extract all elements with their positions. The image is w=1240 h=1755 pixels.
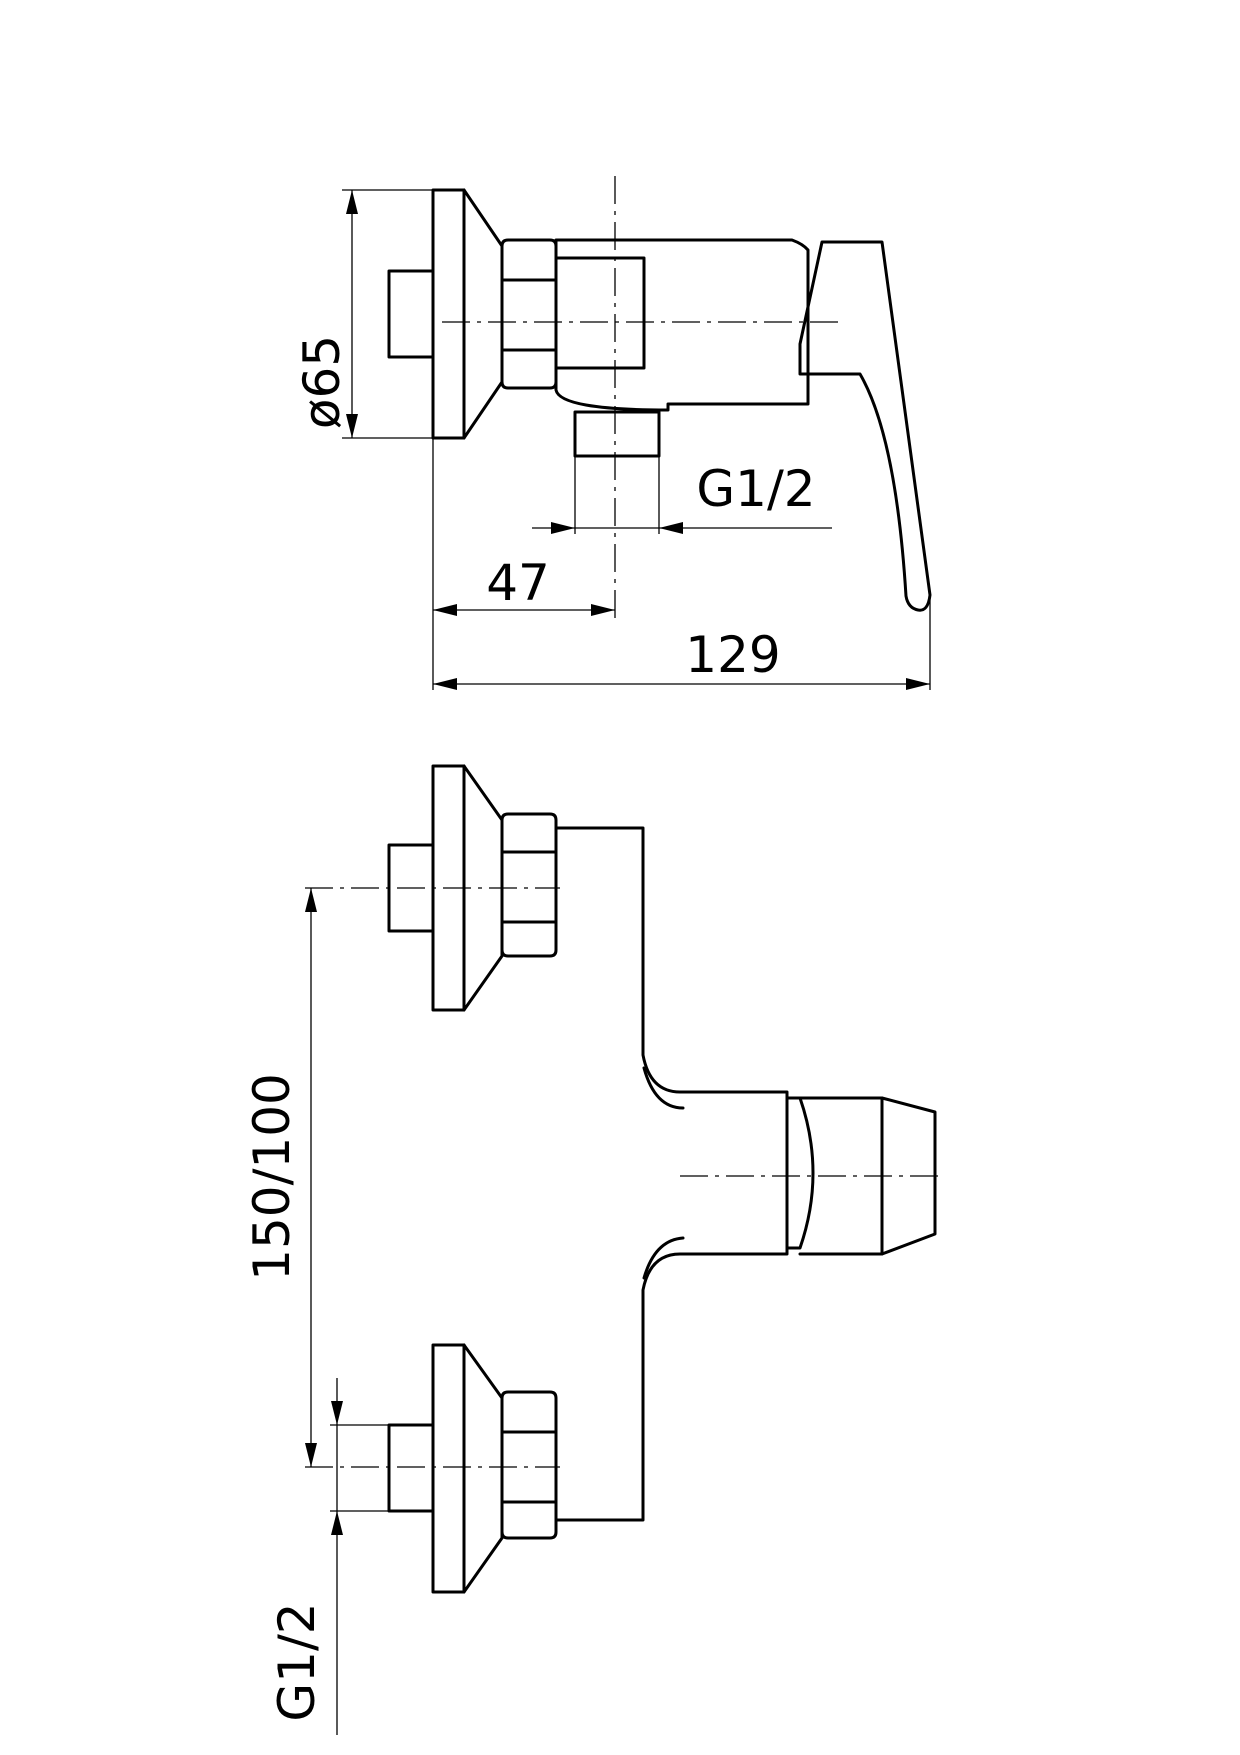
dim-diameter: ø65 <box>293 189 433 439</box>
dim-inlet-spacing: 150/100 <box>243 888 317 1467</box>
dim-axis-offset: 47 <box>432 438 615 690</box>
side-escutcheon-cone <box>462 188 504 440</box>
side-mixer-body <box>554 238 810 412</box>
front-mixer-body <box>554 826 789 1522</box>
side-wall-flange <box>431 188 466 440</box>
side-lever-handle <box>798 240 932 612</box>
front-handle-cap <box>785 1096 815 1250</box>
side-view: ø65 G1/2 47 129 <box>293 176 932 690</box>
side-cartridge-contour <box>554 256 646 370</box>
dim-front-inlet-thread-label: G1/2 <box>268 1602 326 1721</box>
front-body-fillet-upper <box>642 1066 685 1110</box>
dim-inlet-spacing-label: 150/100 <box>243 1073 301 1281</box>
front-handle-knob <box>798 1096 937 1256</box>
dim-front-inlet-thread: G1/2 <box>268 1378 389 1735</box>
dim-axis-offset-label: 47 <box>486 554 550 612</box>
dim-side-outlet-thread-label: G1/2 <box>696 460 815 518</box>
front-lower-inlet <box>387 1343 558 1594</box>
dim-diameter-label: ø65 <box>293 335 351 429</box>
side-outlet-spout <box>573 410 661 458</box>
front-body-fillet-lower <box>642 1236 685 1280</box>
side-hex-nut <box>500 238 558 390</box>
dim-overall-depth-label: 129 <box>685 626 780 684</box>
dim-side-outlet-thread: G1/2 <box>532 456 832 534</box>
side-hex-nut-facets <box>500 278 558 352</box>
dim-overall-depth: 129 <box>433 600 931 690</box>
side-inlet-stub <box>387 269 435 359</box>
front-view: 150/100 G1/2 <box>243 764 945 1735</box>
